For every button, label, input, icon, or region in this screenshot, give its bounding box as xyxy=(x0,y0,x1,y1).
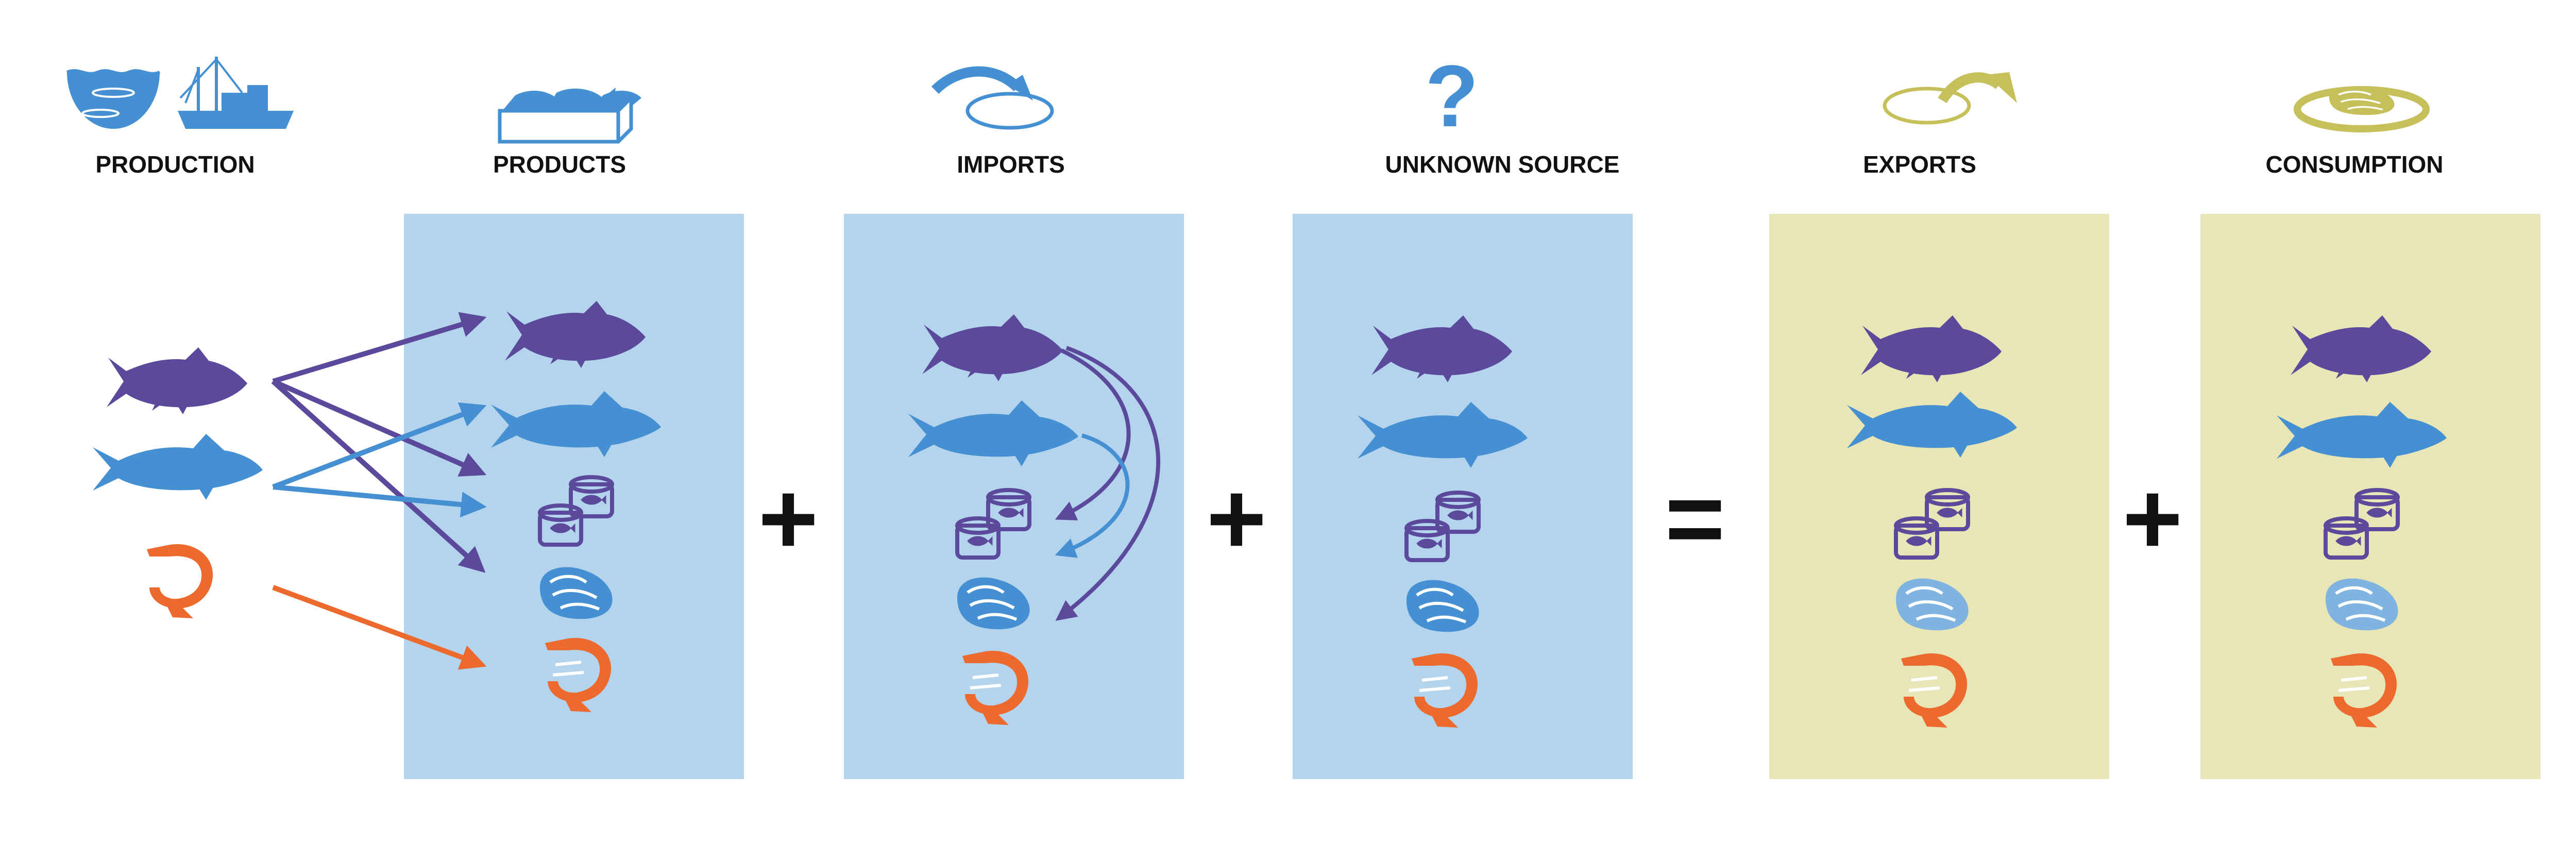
flow-arrows xyxy=(271,312,487,670)
incoming-arrow-icon xyxy=(931,66,1054,130)
plate-of-fish-icon xyxy=(2294,87,2430,132)
production-tuna-icon xyxy=(107,347,247,414)
question-mark-icon: ? xyxy=(1425,47,1479,145)
imports-flow-arrows xyxy=(1055,346,1160,621)
equals-operator: = xyxy=(1665,461,1725,576)
ocean-icon xyxy=(66,69,161,129)
unknown-source-panel xyxy=(1293,214,1633,779)
plus-operator-1: + xyxy=(758,461,819,576)
stage-label-products: PRODUCTS xyxy=(493,151,626,178)
outgoing-arrow-icon xyxy=(1883,72,2017,125)
stage-label-imports: IMPORTS xyxy=(957,151,1065,178)
production-shrimp-icon xyxy=(147,544,213,618)
plus-operator-3: + xyxy=(2123,461,2183,576)
stage-label-production: PRODUCTION xyxy=(95,151,255,178)
crate-of-fish-icon xyxy=(498,88,641,144)
stage-label-exports: EXPORTS xyxy=(1863,151,1976,178)
production-salmon-icon xyxy=(93,434,263,500)
stage-label-consumption: CONSUMPTION xyxy=(2266,151,2444,178)
fishing-boat-icon xyxy=(178,57,294,129)
stage-label-unknown-source: UNKNOWN SOURCE xyxy=(1385,151,1620,178)
plus-operator-2: + xyxy=(1207,461,1267,576)
